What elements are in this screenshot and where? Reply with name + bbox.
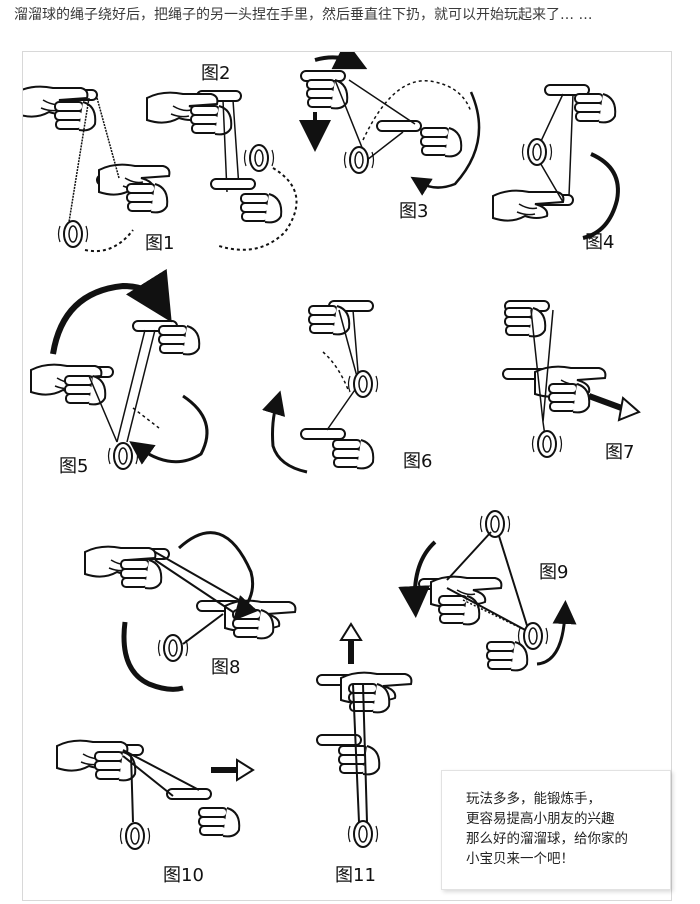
figure-6-label: 图6 bbox=[403, 451, 433, 472]
figure-6 bbox=[262, 300, 379, 474]
figure-2 bbox=[146, 90, 298, 251]
figure-3-label: 图3 bbox=[399, 201, 429, 222]
promo-line-4: 小宝贝来一个吧！ bbox=[466, 851, 574, 867]
figure-1 bbox=[23, 85, 171, 252]
figure-10-label: 图10 bbox=[163, 865, 204, 886]
figure-7-label: 图7 bbox=[605, 442, 635, 463]
yoyo-illustration bbox=[23, 52, 641, 850]
figure-3 bbox=[299, 52, 481, 196]
promo-line-3: 那么好的溜溜球，给你家的 bbox=[466, 831, 628, 847]
figure-5-label: 图5 bbox=[59, 456, 89, 477]
figure-5 bbox=[30, 268, 209, 470]
figure-4 bbox=[492, 84, 620, 240]
figure-2-label: 图2 bbox=[201, 63, 231, 84]
illustration-panel: 图1 图2 图3 图4 图5 图6 图7 图8 图9 图10 图11 玩法多多，… bbox=[22, 51, 672, 901]
figure-1-label: 图1 bbox=[145, 233, 175, 254]
figure-9 bbox=[398, 510, 577, 672]
figure-10 bbox=[56, 739, 255, 850]
figure-11-label: 图11 bbox=[335, 865, 376, 886]
promo-line-2: 更容易提高小朋友的兴趣 bbox=[466, 811, 615, 827]
figure-4-label: 图4 bbox=[585, 232, 615, 253]
figure-8 bbox=[84, 531, 297, 692]
figure-8-label: 图8 bbox=[211, 657, 241, 678]
promo-line-1: 玩法多多，能锻炼手， bbox=[466, 791, 601, 807]
promo-note: 玩法多多，能锻炼手， 更容易提高小朋友的兴趣 那么好的溜溜球，给你家的 小宝贝来… bbox=[441, 770, 671, 890]
figure-11 bbox=[316, 622, 413, 848]
intro-text: 溜溜球的绳子绕好后，把绳子的另一头捏在手里，然后垂直往下扔，就可以开始玩起来了…… bbox=[14, 7, 593, 23]
figure-7 bbox=[502, 300, 641, 458]
figure-9-label: 图9 bbox=[539, 562, 569, 583]
